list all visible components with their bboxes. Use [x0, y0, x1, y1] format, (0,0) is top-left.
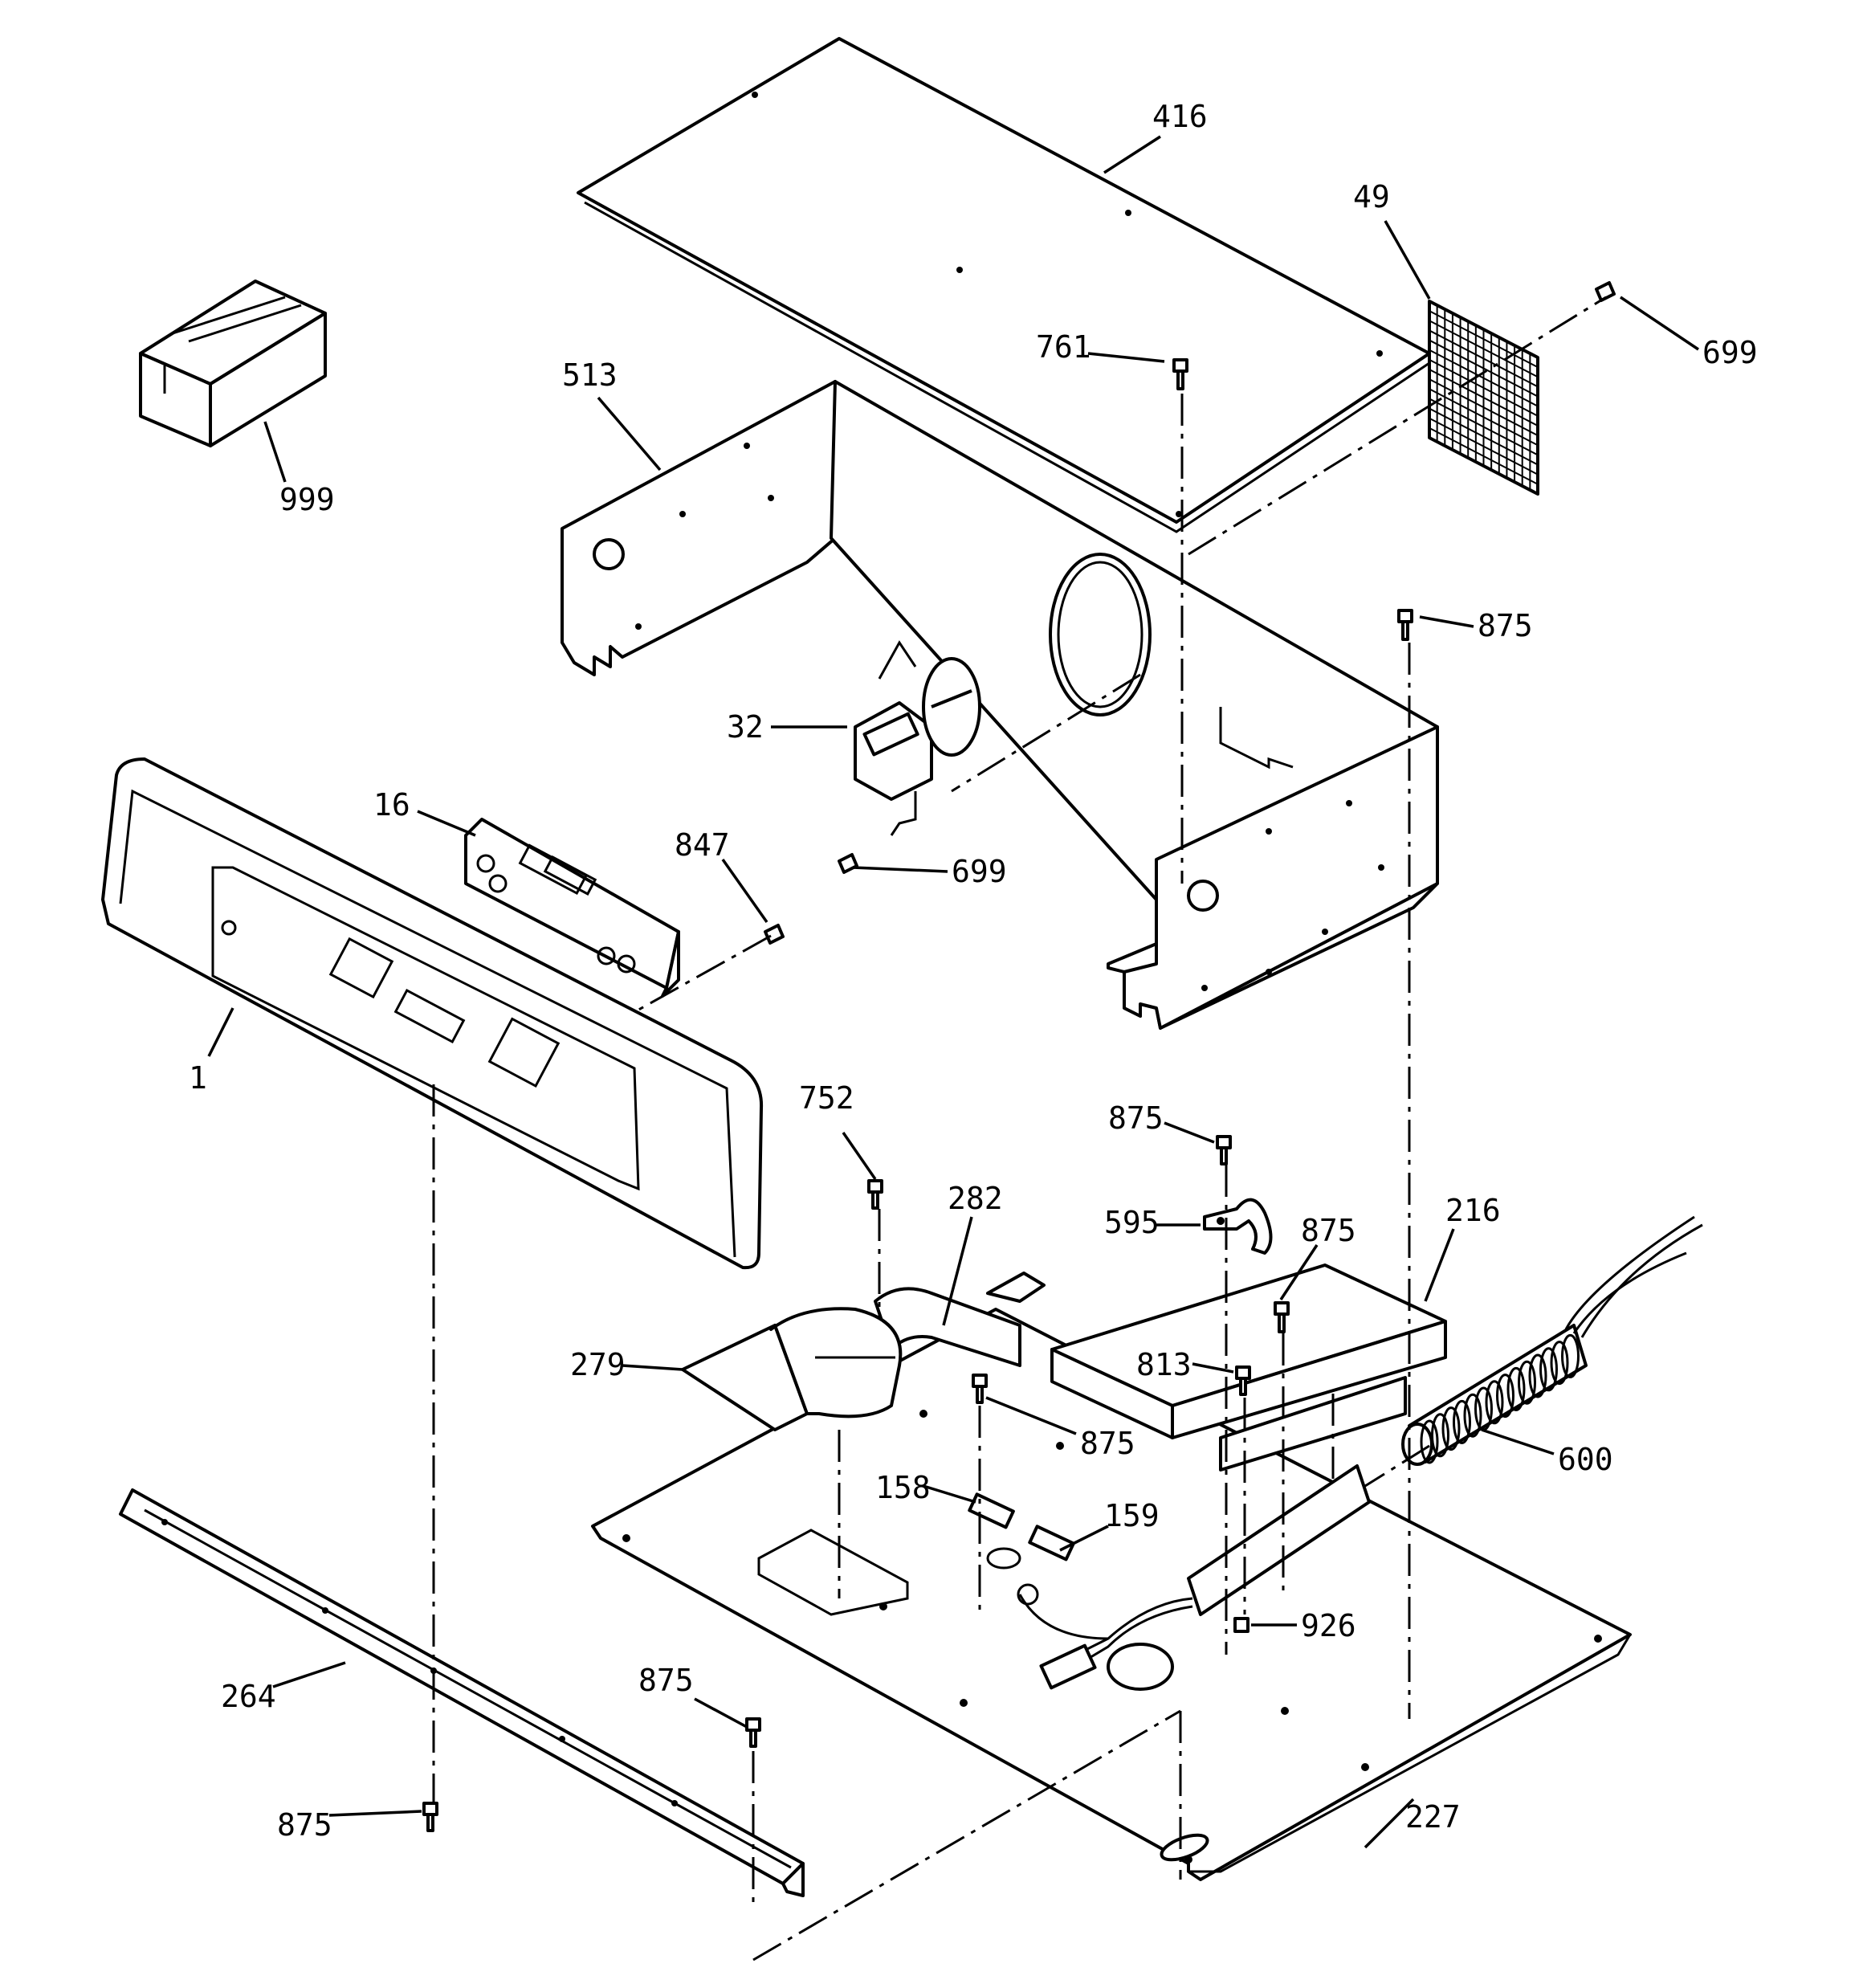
- callout-264: 264: [221, 1679, 276, 1714]
- callout-699-motor: 699: [952, 854, 1007, 889]
- callout-813: 813: [1136, 1347, 1192, 1382]
- callout-875-right: 875: [1478, 608, 1533, 643]
- mesh-line: [1429, 388, 1539, 447]
- conduit-rib: [1496, 1374, 1514, 1419]
- part-595-clamp: [1203, 1198, 1273, 1255]
- mesh-line: [1429, 427, 1539, 485]
- conduit-rib: [1431, 1413, 1449, 1458]
- conduit-rib: [1506, 1366, 1526, 1411]
- callout-1: 1: [189, 1060, 207, 1096]
- conduit-rib: [1453, 1399, 1471, 1444]
- callout-416: 416: [1152, 99, 1208, 134]
- callout-labels: 416 49 699 761 513 999 875 32 16 847 699…: [189, 99, 1758, 1843]
- callout-16: 16: [373, 787, 410, 823]
- part-264-trim-bracket: [119, 1488, 805, 1897]
- callout-875-cover: 875: [1301, 1213, 1356, 1248]
- callout-158: 158: [875, 1470, 931, 1505]
- part-999-kit-box: [139, 280, 327, 447]
- part-600-conduit: [1401, 1215, 1703, 1466]
- callout-600: 600: [1558, 1442, 1613, 1477]
- callout-282: 282: [948, 1181, 1003, 1216]
- conduit-rib: [1441, 1406, 1461, 1451]
- conduit-rib: [1420, 1419, 1439, 1464]
- callout-926: 926: [1301, 1608, 1356, 1643]
- conduit-rib: [1550, 1341, 1569, 1386]
- callout-761: 761: [1036, 329, 1091, 365]
- callout-999: 999: [279, 482, 335, 517]
- part-279-vent-housing: [681, 1307, 903, 1431]
- alignment-lines: [432, 296, 1607, 1961]
- callout-847: 847: [675, 827, 730, 863]
- mesh-line: [1429, 398, 1539, 456]
- mesh-line: [1429, 417, 1539, 476]
- callout-227: 227: [1405, 1799, 1461, 1835]
- callout-875-clamp: 875: [1108, 1100, 1164, 1136]
- part-32-fan-motor: [854, 640, 981, 836]
- part-513-case-wrapper: [561, 380, 1439, 1030]
- callout-875-bottom: 875: [277, 1807, 332, 1843]
- callout-875-tray: 875: [1080, 1426, 1135, 1461]
- mesh-line: [1429, 369, 1539, 427]
- callout-513: 513: [562, 357, 618, 393]
- part-282-vent-duct: [874, 1272, 1046, 1367]
- part-216-cover-plate: [1050, 1263, 1447, 1472]
- part-16-control-board: [464, 818, 680, 998]
- mesh-line: [1429, 407, 1539, 466]
- part-49-mesh-screen: [1428, 300, 1539, 496]
- conduit-rib: [1539, 1347, 1558, 1392]
- callout-595: 595: [1104, 1205, 1160, 1240]
- mesh-line: [1429, 378, 1539, 437]
- callout-699-top: 699: [1702, 335, 1758, 370]
- conduit-rib: [1561, 1333, 1580, 1378]
- callout-49: 49: [1353, 179, 1390, 214]
- callout-279: 279: [570, 1347, 626, 1382]
- conduit-rib: [1463, 1393, 1482, 1438]
- part-harness-conduit: [1017, 1464, 1371, 1690]
- callout-159: 159: [1104, 1498, 1160, 1533]
- leader-lines: [207, 135, 1699, 1849]
- callout-216: 216: [1445, 1193, 1501, 1228]
- part-1-control-panel: [101, 757, 764, 1270]
- conduit-rib: [1528, 1353, 1547, 1398]
- callout-752: 752: [799, 1080, 854, 1116]
- callout-32: 32: [727, 709, 764, 745]
- conduit-rib: [1485, 1380, 1504, 1425]
- conduit-rib: [1518, 1360, 1536, 1405]
- part-159-thermostat: [1028, 1525, 1075, 1561]
- callout-875-front: 875: [638, 1663, 694, 1698]
